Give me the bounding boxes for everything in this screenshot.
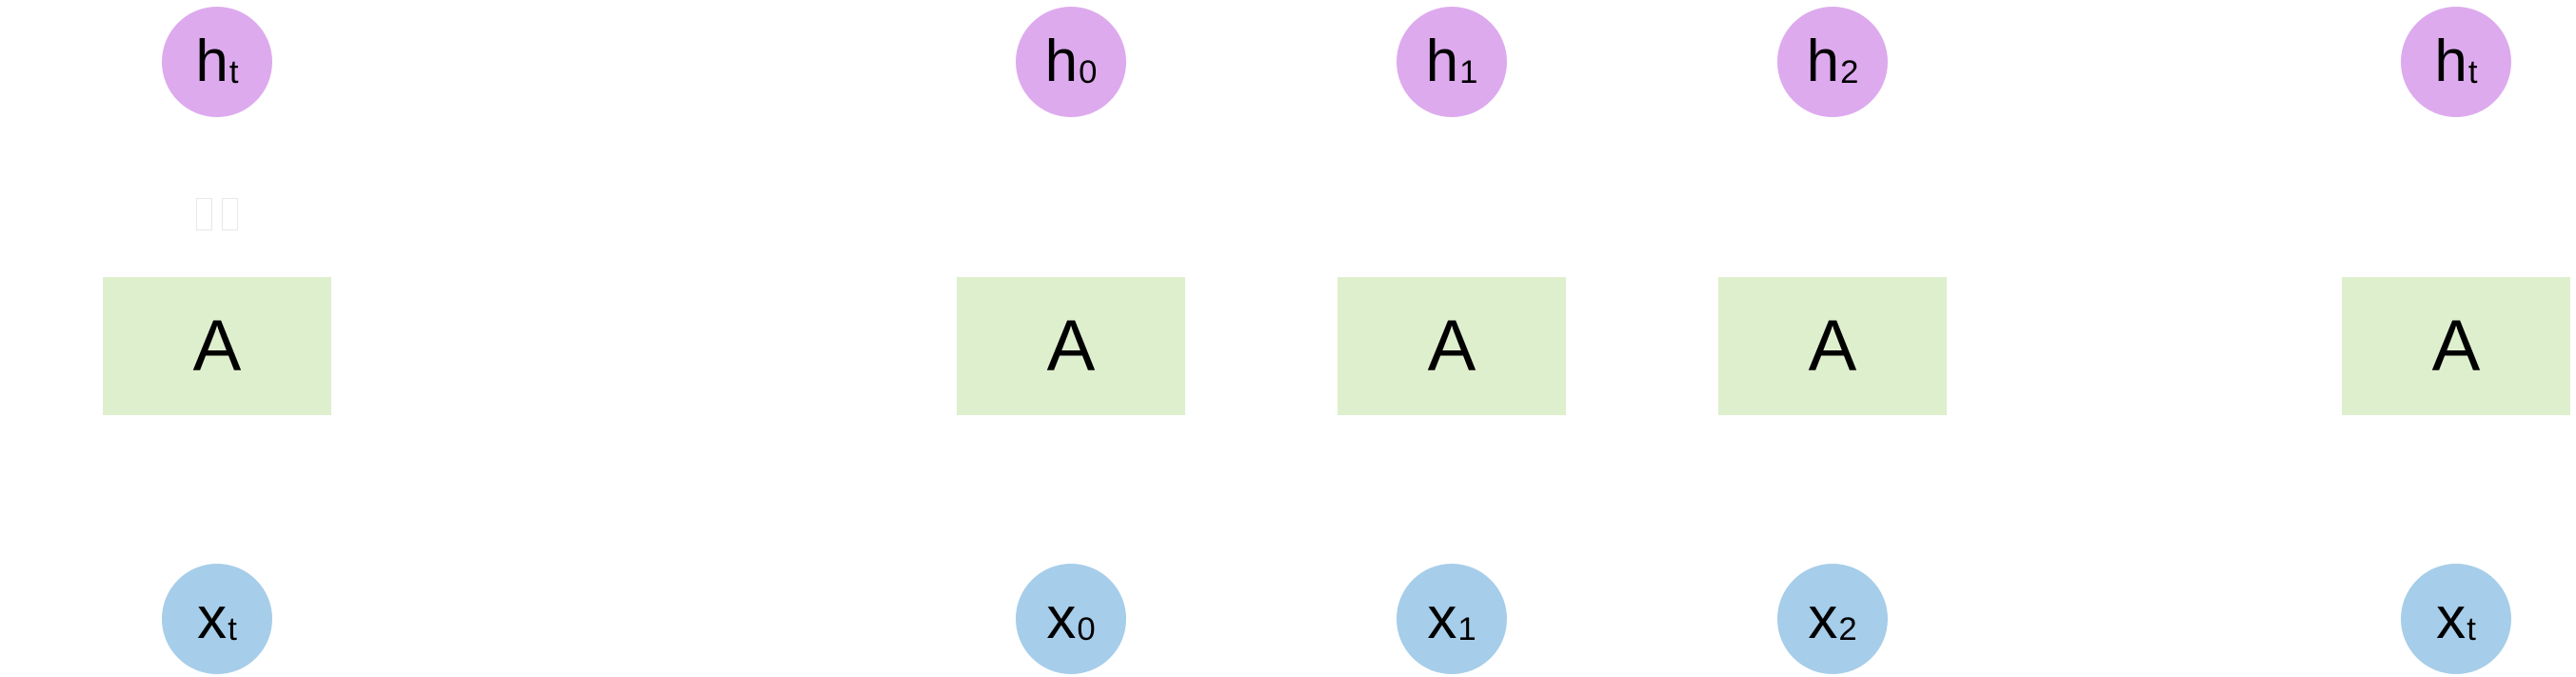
- node-label-base: x: [197, 586, 228, 651]
- equals-sign-icon: [196, 198, 238, 230]
- node-label-subscript: t: [2467, 54, 2478, 91]
- node-label-subscript: 0: [1079, 54, 1098, 91]
- equals-bar-left: [196, 198, 212, 230]
- node-label-base: h: [195, 29, 228, 94]
- rnn-cell-box: A: [957, 277, 1185, 415]
- node-label-base: x: [1808, 586, 1838, 651]
- node-label-subscript: t: [228, 611, 237, 648]
- node-label-base: x: [1046, 586, 1077, 651]
- node-label-subscript: t: [2467, 611, 2476, 648]
- rnn-cell-label: A: [1046, 305, 1096, 387]
- node-label-subscript: 1: [1459, 54, 1478, 91]
- node-label-base: h: [1044, 29, 1079, 94]
- node-label-subscript: 1: [1457, 611, 1476, 648]
- node-label-subscript: 0: [1077, 611, 1096, 648]
- node-label-subscript: t: [228, 54, 239, 91]
- rnn-cell-box: A: [1338, 277, 1566, 415]
- equals-bar-right: [222, 198, 238, 230]
- rnn-cell-box: A: [1718, 277, 1947, 415]
- node-label-base: h: [2434, 29, 2467, 94]
- rnn-cell-label: A: [1427, 305, 1476, 387]
- node-label-subscript: 2: [1840, 54, 1859, 91]
- rnn-cell-label: A: [2431, 305, 2481, 387]
- rnn-cell-label: A: [1808, 305, 1857, 387]
- node-label-base: h: [1806, 29, 1840, 94]
- rnn-cell-label: A: [192, 305, 242, 387]
- node-label-base: x: [1427, 586, 1457, 651]
- rnn-cell-box: A: [2342, 277, 2570, 415]
- node-label-subscript: 2: [1838, 611, 1857, 648]
- rnn-cell-box: A: [103, 277, 331, 415]
- node-label-base: x: [2436, 586, 2467, 651]
- node-label-base: h: [1425, 29, 1459, 94]
